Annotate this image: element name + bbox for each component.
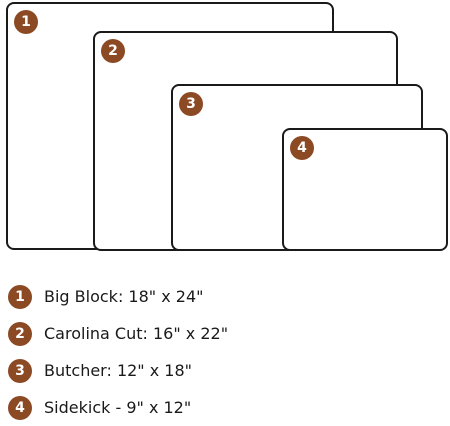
legend-item-sidekick: 4 Sidekick - 9" x 12" <box>8 389 438 426</box>
legend-label-sidekick: Sidekick - 9" x 12" <box>44 398 192 417</box>
legend-label-carolina-cut: Carolina Cut: 16" x 22" <box>44 324 229 343</box>
legend-badge-2: 2 <box>8 321 32 346</box>
board-outline-sidekick: 4 <box>282 128 448 251</box>
legend-label-butcher: Butcher: 12" x 18" <box>44 361 193 380</box>
legend-item-carolina-cut: 2 Carolina Cut: 16" x 22" <box>8 315 438 352</box>
number-badge-1: 1 <box>14 10 38 34</box>
size-legend: 1 Big Block: 18" x 24" 2 Carolina Cut: 1… <box>8 278 438 426</box>
legend-item-butcher: 3 Butcher: 12" x 18" <box>8 352 438 389</box>
legend-item-big-block: 1 Big Block: 18" x 24" <box>8 278 438 315</box>
number-badge-2: 2 <box>101 39 125 63</box>
legend-badge-3: 3 <box>8 358 32 383</box>
legend-badge-1: 1 <box>8 284 32 309</box>
legend-label-big-block: Big Block: 18" x 24" <box>44 287 204 306</box>
number-badge-4: 4 <box>290 136 314 160</box>
number-badge-3: 3 <box>179 92 203 116</box>
legend-badge-4: 4 <box>8 395 32 420</box>
